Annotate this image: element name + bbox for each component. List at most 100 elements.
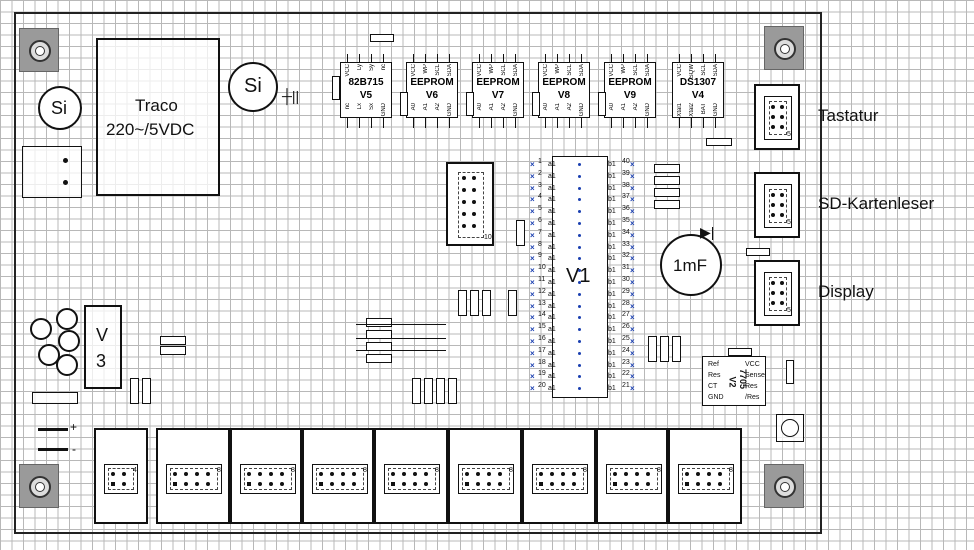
pin-dot [184, 482, 188, 486]
bottom-header: 8 [458, 464, 514, 494]
bottom-pin-label: 8 [291, 467, 295, 474]
v1-left-number: 5 [538, 205, 542, 213]
v1-right-x: × [630, 230, 635, 240]
resistor-v-11 [672, 336, 681, 362]
pin-stub [545, 54, 546, 62]
v1-left-x: × [530, 195, 535, 205]
connector-label: SD-Kartenleser [818, 194, 935, 213]
pin-dot [780, 193, 784, 197]
v1-left-number: 11 [538, 276, 546, 283]
bottom-pin-label: 8 [657, 467, 661, 474]
pin-stub [715, 54, 716, 62]
v1-right-prefix: b1 [608, 290, 616, 298]
v1-left-number: 14 [538, 311, 546, 319]
pin-dot [173, 482, 177, 486]
connector-1: 5 [754, 84, 800, 150]
bottom-connector-2: 8 [156, 428, 230, 524]
bottom-header-dash [682, 468, 730, 490]
chip-top-pin: VCC [411, 64, 417, 77]
jumper [32, 392, 78, 404]
header-10pin: 10 [446, 162, 494, 246]
pin-dot [247, 482, 251, 486]
reset-button[interactable] [776, 414, 804, 442]
pin-dot [707, 482, 711, 486]
chip-top-pin: SDA [513, 64, 519, 77]
pin-dot [707, 472, 711, 476]
pin-stub [449, 118, 450, 128]
pin-dot [111, 472, 115, 476]
bottom-header-dash [388, 468, 436, 490]
bottom-connector-9: 8 [668, 428, 742, 524]
pin-stub [691, 118, 692, 128]
connector-pin-label: 5 [787, 307, 791, 314]
v1-right-number: 23 [622, 358, 630, 366]
bottom-header-dash [170, 468, 218, 490]
pin-dot [280, 472, 284, 476]
v1-pad-dot [578, 340, 581, 343]
connector-dash [769, 277, 787, 311]
v1-left-prefix: a1 [548, 255, 556, 263]
pin-stub [449, 54, 450, 62]
chip-bottom-pin: nc [345, 103, 351, 110]
connector-inner: 5 [764, 184, 792, 228]
v2-sub: V2 [727, 376, 738, 388]
pin-dot [771, 125, 775, 129]
v1-left-number: 19 [538, 370, 546, 378]
pin-dot [498, 472, 502, 476]
chip-label: EEPROM [608, 77, 652, 88]
pin-stub [491, 54, 492, 62]
v1-right-prefix: b1 [608, 302, 616, 310]
chip-bottom-pin: GND [713, 103, 719, 117]
bottom-header: 8 [240, 464, 296, 494]
bottom-pin-label: 8 [729, 467, 733, 474]
pin-dot [718, 472, 722, 476]
v3-cap-4 [58, 330, 80, 352]
chip-bottom-pin: A1 [489, 103, 495, 111]
pin-dot [685, 482, 689, 486]
chip-bottom-pin: A0 [543, 103, 549, 111]
bottom-header: 4 [104, 464, 138, 494]
pin-dot [402, 472, 406, 476]
pin-stub [503, 54, 504, 62]
v1-pad-dot [578, 292, 581, 296]
pin-dot [391, 472, 395, 476]
bottom-header-dash [536, 468, 584, 490]
pin-stub [545, 118, 546, 128]
fuse-left: Si [38, 86, 82, 130]
v1-left-number: 7 [538, 228, 542, 236]
v1-right-x: × [630, 278, 635, 287]
pin-stub [557, 54, 558, 62]
v2-left-pin: GND [708, 394, 724, 401]
pin-dot [462, 212, 466, 216]
v1-left-number: 6 [538, 217, 542, 224]
pin-dot [247, 472, 251, 476]
v1-left-number: 9 [538, 252, 542, 260]
bottom-pin-label: 8 [509, 467, 513, 474]
bottom-header-dash [462, 468, 510, 490]
v1-right-prefix: b1 [608, 243, 616, 251]
chip-sub: V5 [359, 90, 373, 101]
pin-stub [413, 54, 414, 62]
bottom-header-dash [108, 468, 134, 490]
chip-bottom-pin: A1 [423, 103, 429, 111]
connector-inner: 5 [764, 272, 792, 316]
trace [356, 338, 446, 339]
v1-right-number: 36 [622, 205, 630, 213]
v1-chip: V1 [552, 156, 608, 398]
pin-stub [569, 54, 570, 62]
chip-bottom-pin: GND [579, 103, 585, 117]
power-terminal [22, 146, 82, 198]
pin-dot [462, 224, 466, 228]
v1-left-x: × [530, 360, 535, 370]
connector-pin-label: 5 [787, 219, 791, 226]
v1-right-number: 21 [622, 382, 630, 390]
mounting-hole-top-left [19, 28, 59, 72]
pin-dot [771, 105, 775, 109]
bottom-header: 8 [312, 464, 368, 494]
v1-right-prefix: b1 [608, 361, 616, 369]
v2-resistor-right [786, 360, 794, 384]
v1-left-number: 4 [538, 193, 542, 201]
power-bar-plus [38, 428, 68, 431]
